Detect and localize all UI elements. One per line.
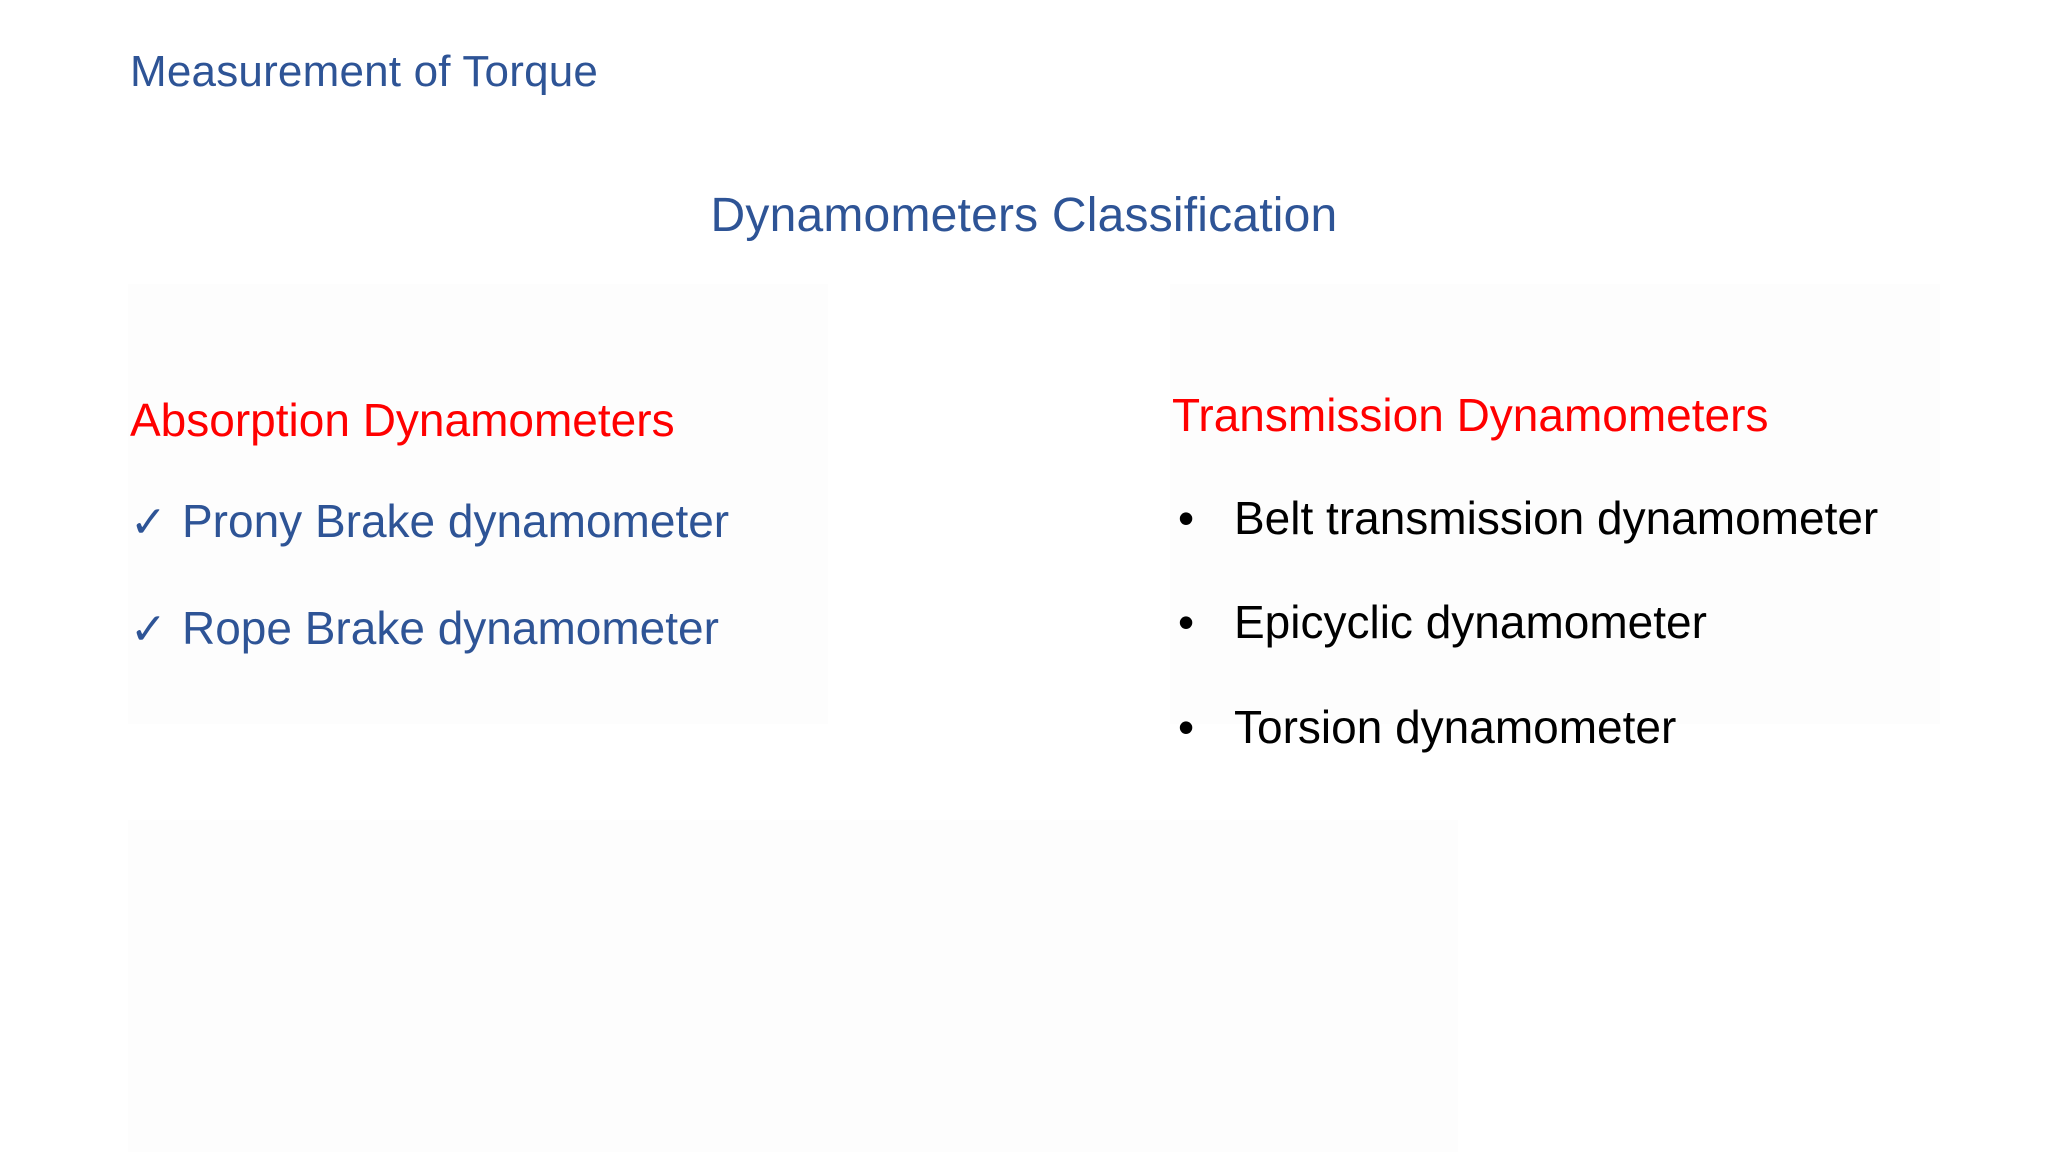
bullet-dot-icon: • xyxy=(1178,700,1195,753)
check-icon: ✓ xyxy=(130,497,167,547)
column-heading-transmission: Transmission Dynamometers xyxy=(1172,389,1769,441)
bullet-dot-icon: • xyxy=(1178,491,1195,544)
slide-subtitle: Dynamometers Classification xyxy=(710,189,1338,242)
bullet-list-transmission: • Belt transmission dynamometer • Epicyc… xyxy=(1172,491,1992,753)
page-title: Measurement of Torque xyxy=(130,47,599,96)
check-icon: ✓ xyxy=(130,604,167,654)
content-placeholder-right xyxy=(1170,284,1940,724)
column-heading-absorption: Absorption Dynamometers xyxy=(130,394,675,446)
list-item-label: Torsion dynamometer xyxy=(1234,700,1677,753)
content-placeholder-bottom xyxy=(128,820,1458,1152)
column-absorption: Absorption Dynamometers ✓ Prony Brake dy… xyxy=(130,395,960,710)
list-item: • Torsion dynamometer xyxy=(1172,702,1992,753)
list-item: • Epicyclic dynamometer xyxy=(1172,597,1992,648)
column-transmission: Transmission Dynamometers • Belt transmi… xyxy=(1172,390,1992,806)
list-item: ✓ Rope Brake dynamometer xyxy=(130,603,960,654)
bullet-list-absorption: ✓ Prony Brake dynamometer ✓ Rope Brake d… xyxy=(130,494,960,655)
bullet-dot-icon: • xyxy=(1178,596,1195,649)
list-item: • Belt transmission dynamometer xyxy=(1172,491,1992,544)
list-item: ✓ Prony Brake dynamometer xyxy=(130,494,960,547)
list-item-label: Rope Brake dynamometer xyxy=(182,601,719,654)
list-item-label: Belt transmission dynamometer xyxy=(1234,491,1879,544)
content-placeholder-left xyxy=(128,284,828,724)
list-item-label: Epicyclic dynamometer xyxy=(1234,596,1707,649)
list-item-label: Prony Brake dynamometer xyxy=(182,494,730,547)
